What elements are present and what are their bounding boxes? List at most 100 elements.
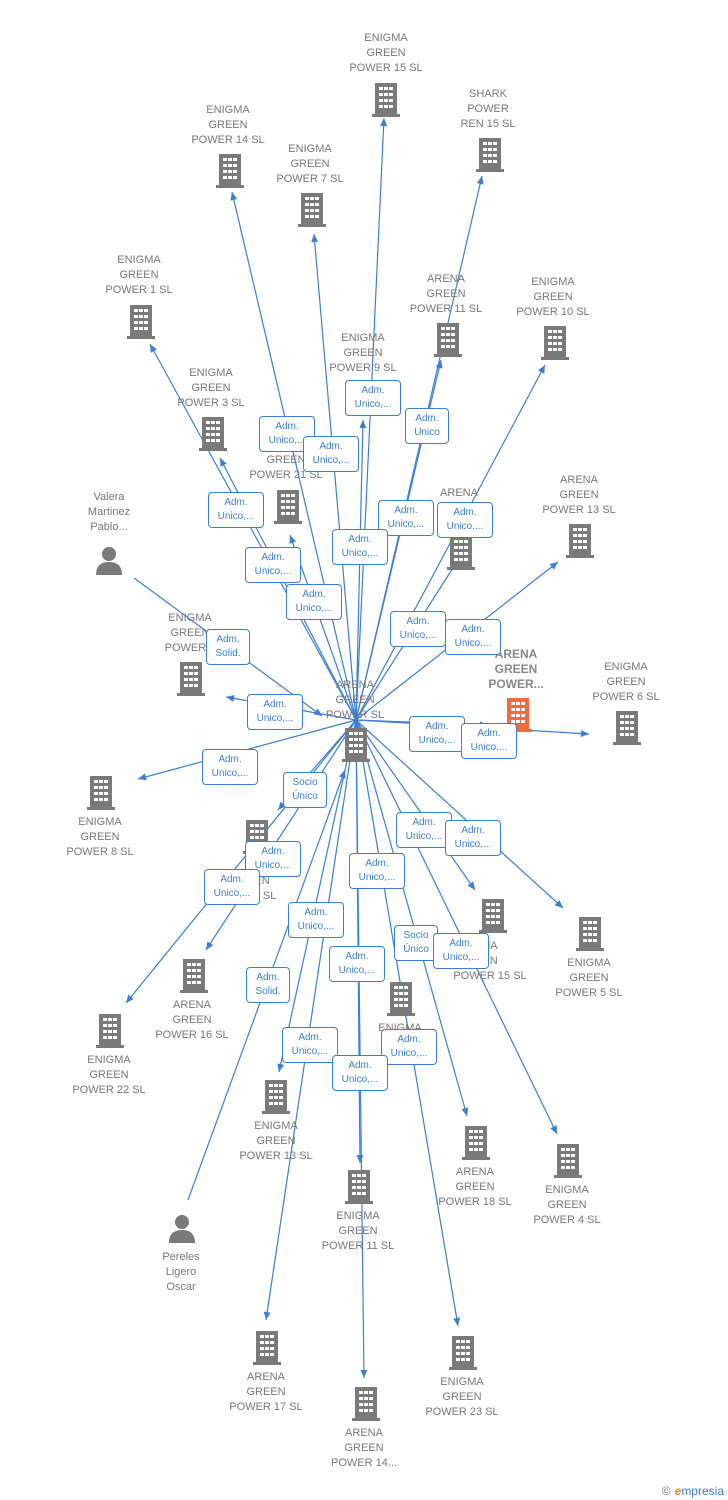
- relation-badge[interactable]: Adm. Unico,...: [461, 723, 517, 759]
- edge-arrowhead: [150, 344, 157, 353]
- company-building-icon[interactable]: [476, 138, 504, 172]
- node-label-enigma-green-power-7[interactable]: ENIGMA GREEN POWER 7 SL: [276, 143, 344, 185]
- relation-badge[interactable]: Adm. Unico,...: [245, 547, 301, 583]
- node-label-arena-green-power-18[interactable]: ARENA GREEN POWER 18 SL: [438, 1166, 512, 1208]
- relation-badge[interactable]: Adm. Unico,...: [409, 716, 465, 752]
- company-building-icon[interactable]: [180, 959, 208, 993]
- node-label-person-valera[interactable]: Valera Martinez Pablo...: [87, 491, 131, 533]
- node-label-enigma-green-power-15[interactable]: ENIGMA GREEN POWER 15 SL: [349, 32, 423, 74]
- relation-badge[interactable]: Adm. Unico,...: [208, 492, 264, 528]
- relation-badge[interactable]: Adm. Unico,...: [329, 946, 385, 982]
- node-label-enigma-green-power-8[interactable]: ENIGMA GREEN POWER 8 SL: [66, 816, 134, 858]
- company-building-icon[interactable]: [541, 326, 569, 360]
- node-label-shark-power-ren-15[interactable]: SHARK POWER REN 15 SL: [460, 88, 516, 130]
- node-label-enigma-green-power-22[interactable]: ENIGMA GREEN POWER 22 SL: [72, 1054, 146, 1096]
- relationship-edge: [278, 719, 357, 1073]
- node-label-enigma-green-power-1[interactable]: ENIGMA GREEN POWER 1 SL: [105, 254, 173, 296]
- node-label-enigma-green-power-14[interactable]: ENIGMA GREEN POWER 14 SL: [191, 104, 265, 146]
- relation-badge[interactable]: Adm. Unico,...: [437, 502, 493, 538]
- node-label-person-pereles[interactable]: Pereles Ligero Oscar: [162, 1251, 200, 1293]
- node-label-enigma-green-power-10[interactable]: ENIGMA GREEN POWER 10 SL: [516, 276, 590, 318]
- relation-badge[interactable]: Adm. Unico,...: [282, 1027, 338, 1063]
- node-label-arena-green-power-16[interactable]: ARENA GREEN POWER 16 SL: [155, 999, 229, 1041]
- edge-arrowhead: [435, 360, 443, 369]
- relation-badge[interactable]: Adm. Unico,...: [433, 933, 489, 969]
- company-building-icon[interactable]: [274, 490, 302, 524]
- relation-badge[interactable]: Adm. Unico,...: [345, 380, 401, 416]
- relation-badge[interactable]: Adm. Unico,...: [349, 853, 405, 889]
- node-label-arena-green-power-14[interactable]: ARENA GREEN POWER 14...: [330, 1427, 398, 1469]
- relation-badge[interactable]: Socio Único: [283, 772, 327, 808]
- edge-arrowhead: [206, 941, 214, 950]
- edge-arrowhead: [263, 1311, 271, 1320]
- relation-badge[interactable]: Adm. Unico,...: [381, 1029, 437, 1065]
- relationship-edge: [265, 719, 357, 1321]
- edge-arrowhead: [230, 192, 238, 201]
- node-label-arena-green-power-17[interactable]: ARENA GREEN POWER 17 SL: [229, 1371, 303, 1413]
- relation-badge[interactable]: Socio Único: [394, 925, 438, 961]
- relation-badge[interactable]: Adm. Solid.: [206, 629, 250, 665]
- relation-badge[interactable]: Adm. Unico,...: [288, 902, 344, 938]
- relation-badge[interactable]: Adm. Unico,...: [378, 500, 434, 536]
- relation-badge[interactable]: Adm. Unico,...: [247, 694, 303, 730]
- company-building-icon[interactable]: [462, 1126, 490, 1160]
- relationship-edge: [289, 534, 357, 721]
- relationship-edge: [355, 719, 558, 1135]
- relation-badge[interactable]: Adm. Unico,...: [303, 436, 359, 472]
- company-building-icon[interactable]: [566, 524, 594, 558]
- node-label-arena[interactable]: ARENA: [440, 487, 478, 499]
- edge-arrowhead: [453, 1317, 461, 1326]
- empresia-footer[interactable]: ©empresia: [662, 1484, 724, 1498]
- relation-badge[interactable]: Adm. Unico,...: [396, 812, 452, 848]
- node-label-arena-green-power-13-right[interactable]: ARENA GREEN POWER 13 SL: [542, 474, 616, 516]
- person-icon[interactable]: [96, 547, 122, 575]
- node-label-arena-green-power-11-top[interactable]: ARENA GREEN POWER 11 SL: [409, 273, 483, 315]
- relation-badge[interactable]: Adm. Solid.: [246, 967, 290, 1003]
- node-label-enigma-green-power-23[interactable]: ENIGMA GREEN POWER 23 SL: [425, 1376, 499, 1418]
- node-label-enigma-green-power-5[interactable]: ENIGMA GREEN POWER 5 SL: [555, 957, 623, 999]
- company-building-icon[interactable]: [352, 1387, 380, 1421]
- person-icon[interactable]: [169, 1215, 195, 1243]
- node-label-center[interactable]: ARENA GREEN POWER SL: [325, 679, 385, 721]
- company-building-icon[interactable]: [96, 1014, 124, 1048]
- company-building-icon[interactable]: [372, 83, 400, 117]
- company-building-icon[interactable]: [447, 536, 475, 570]
- relation-badge[interactable]: Adm. Unico,...: [390, 611, 446, 647]
- company-building-icon[interactable]: [387, 982, 415, 1016]
- relation-badge[interactable]: Adm. Unico,...: [332, 529, 388, 565]
- node-label-enigma-green-power-13[interactable]: ENIGMA GREEN POWER 13 SL: [239, 1120, 313, 1162]
- company-building-icon[interactable]: [253, 1331, 281, 1365]
- company-building-icon[interactable]: [345, 1170, 373, 1204]
- company-building-icon[interactable]: [434, 323, 462, 357]
- relation-badge[interactable]: Adm. Unico,...: [445, 619, 501, 655]
- relation-badge[interactable]: Adm. Unico,...: [204, 869, 260, 905]
- company-building-icon[interactable]: [613, 711, 641, 745]
- company-building-icon[interactable]: [127, 305, 155, 339]
- edge-arrowhead: [549, 562, 558, 570]
- relationship-edge: [149, 343, 357, 721]
- node-label-enigma-green-power-6[interactable]: ENIGMA GREEN POWER 6 SL: [592, 661, 660, 703]
- node-label-enigma-green-power-4[interactable]: ENIGMA GREEN POWER 4 SL: [533, 1184, 601, 1226]
- relation-badge[interactable]: Adm. Unico,...: [286, 584, 342, 620]
- center-company-building-icon[interactable]: [342, 728, 370, 762]
- company-building-icon[interactable]: [262, 1080, 290, 1114]
- company-building-icon[interactable]: [199, 417, 227, 451]
- relation-badge[interactable]: Adm. Unico,...: [202, 749, 258, 785]
- relation-badge[interactable]: Adm. Unico,...: [445, 820, 501, 856]
- node-label-highlight[interactable]: ARENA GREEN POWER...: [488, 647, 544, 691]
- node-label-enigma-green-power-3[interactable]: ENIGMA GREEN POWER 3 SL: [177, 367, 245, 409]
- relation-badge[interactable]: Adm. Unico: [405, 408, 449, 444]
- company-building-icon[interactable]: [177, 662, 205, 696]
- company-building-icon[interactable]: [449, 1336, 477, 1370]
- company-building-icon[interactable]: [87, 776, 115, 810]
- node-label-green-power-21[interactable]: GREEN POWER 21 SL: [249, 454, 323, 481]
- company-building-icon[interactable]: [216, 154, 244, 188]
- relationship-edge: [355, 719, 476, 891]
- node-label-enigma-green-power-11[interactable]: ENIGMA GREEN POWER 11 SL: [321, 1210, 395, 1252]
- company-building-icon[interactable]: [479, 899, 507, 933]
- company-building-icon[interactable]: [576, 917, 604, 951]
- company-building-icon[interactable]: [298, 193, 326, 227]
- node-label-enigma-green-power-9[interactable]: ENIGMA GREEN POWER 9 SL: [329, 332, 397, 374]
- company-building-icon[interactable]: [554, 1144, 582, 1178]
- relation-badge[interactable]: Adm. Unico,...: [332, 1055, 388, 1091]
